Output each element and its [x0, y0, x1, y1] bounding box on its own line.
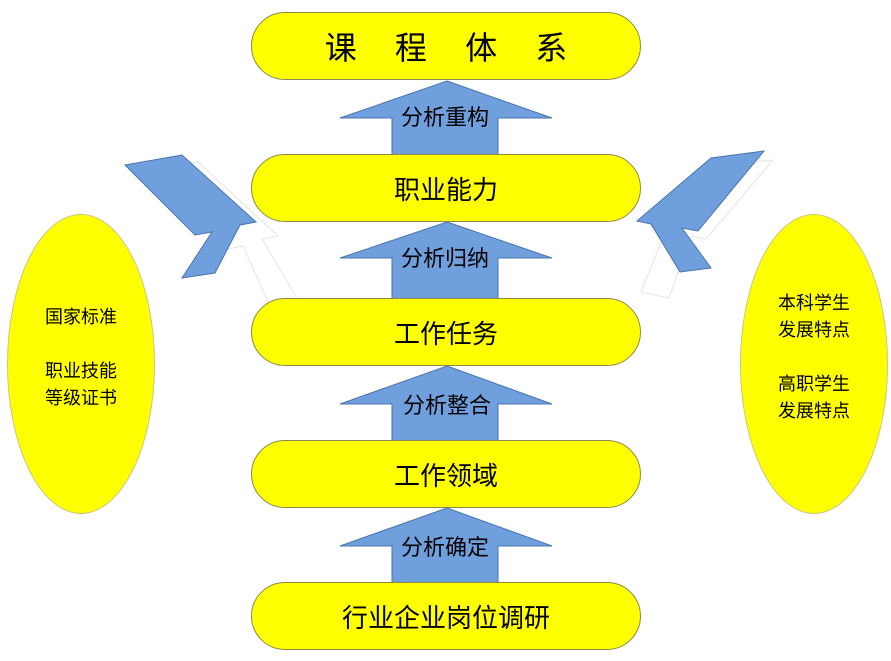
arrow-label-integration: 分析整合: [402, 394, 491, 419]
left-oval-line-1: 国家标准: [45, 307, 117, 328]
right-oval-line-4: 高职学生: [778, 374, 850, 395]
right-oval-text: 本科学生 发展特点 高职学生 发展特点: [740, 290, 888, 425]
layer-work-domain: 工作领域: [251, 440, 641, 508]
arrow-label-restructure: 分析重构: [400, 106, 489, 131]
right-oval-line-3: [740, 344, 888, 371]
arrow-label-induction: 分析归纳: [400, 247, 489, 272]
layer-research-label: 行业企业岗位调研: [341, 603, 550, 634]
layer-work-task: 工作任务: [251, 298, 641, 366]
layer-ability-label: 职业能力: [393, 175, 498, 206]
layer-task-label: 工作任务: [393, 319, 498, 350]
layer-curriculum-label: 课 程 体 系: [324, 29, 582, 67]
right-oval-line-2: 发展特点: [778, 320, 850, 341]
arrow-label-determination: 分析确定: [400, 536, 489, 561]
layer-industry-research: 行业企业岗位调研: [251, 582, 641, 650]
left-oval-line-4: 等级证书: [45, 388, 117, 409]
left-oval-line-3: 职业技能: [45, 361, 117, 382]
left-oval-standards: [7, 214, 155, 514]
layer-vocational-ability: 职业能力: [251, 154, 641, 222]
right-oval-line-5: 发展特点: [778, 401, 850, 422]
left-oval-line-2: [7, 331, 155, 358]
left-diagonal-arrow: [123, 154, 258, 279]
layer-domain-label: 工作领域: [393, 461, 498, 492]
left-oval-text: 国家标准 职业技能 等级证书: [7, 304, 155, 412]
layer-curriculum-system: 课 程 体 系: [251, 12, 641, 80]
right-diagonal-arrow: [635, 150, 766, 273]
right-oval-student-traits: [740, 214, 888, 514]
right-oval-line-1: 本科学生: [778, 293, 850, 314]
